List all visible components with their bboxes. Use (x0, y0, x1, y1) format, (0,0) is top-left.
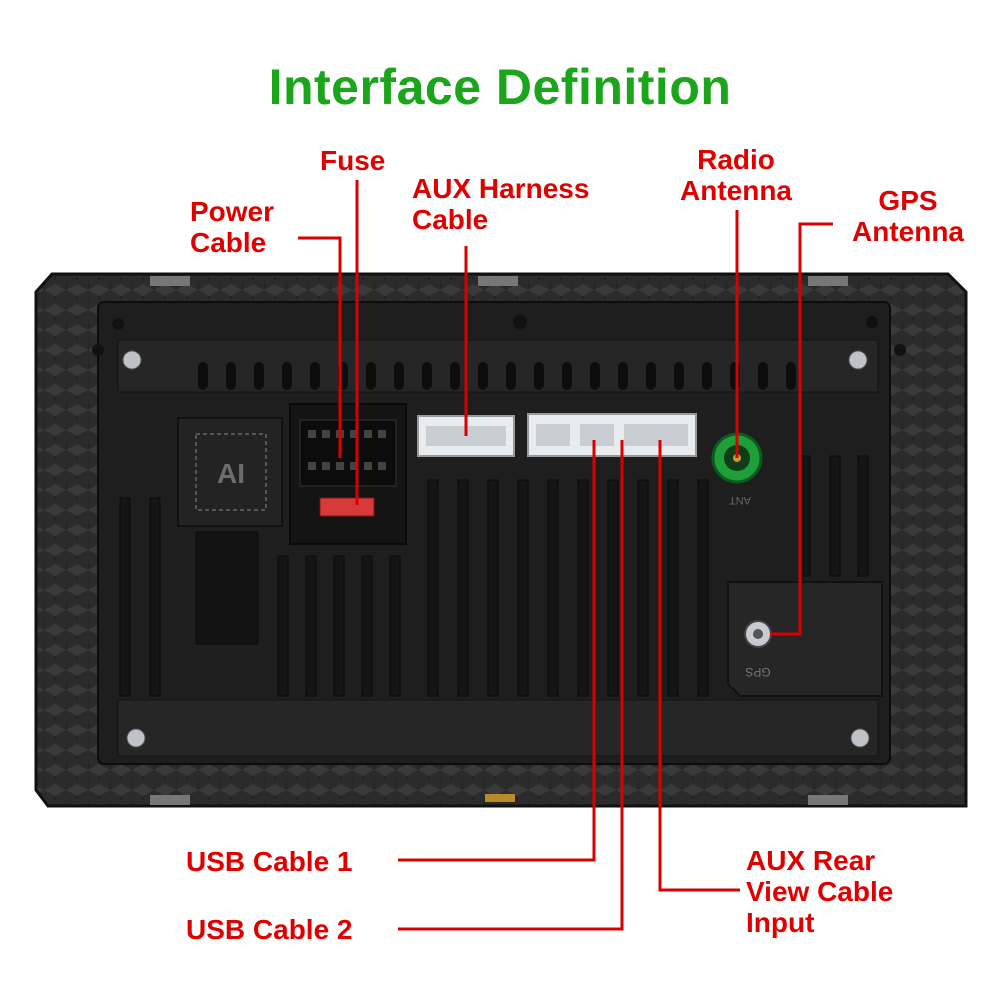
leader-gps-antenna (770, 222, 833, 636)
usb-and-rear-connectors (527, 413, 697, 457)
label-usb-cable-1: USB Cable 1 (186, 846, 353, 877)
radio-port-mark: ANT (729, 494, 751, 506)
gps-port-mark: GPS (745, 665, 770, 679)
page-title: Interface Definition (268, 59, 732, 115)
leader-lines (298, 180, 833, 931)
label-fuse: Fuse (320, 145, 386, 176)
ai-logo: AI (217, 458, 245, 489)
leader-power-cable (298, 236, 342, 458)
leader-aux-rear-view (658, 440, 740, 892)
label-radio-antenna: Radio Antenna (680, 144, 792, 206)
corner-screws (92, 315, 906, 748)
leader-usb-1 (398, 440, 596, 862)
power-connector (289, 403, 407, 545)
leader-usb-2 (398, 440, 624, 931)
label-aux-rear-view-cable-input: AUX Rear View Cable Input (746, 845, 894, 938)
label-aux-harness-cable: AUX Harness Cable (412, 173, 590, 235)
fuse (319, 497, 375, 517)
label-usb-cable-2: USB Cable 2 (186, 914, 353, 945)
gps-antenna-port: GPS (727, 581, 883, 697)
label-gps-antenna: GPS Antenna (852, 185, 964, 247)
ai-module: AI (177, 417, 283, 645)
heat-sink-ribs (119, 455, 869, 697)
label-power-cable: Power Cable (190, 196, 275, 258)
